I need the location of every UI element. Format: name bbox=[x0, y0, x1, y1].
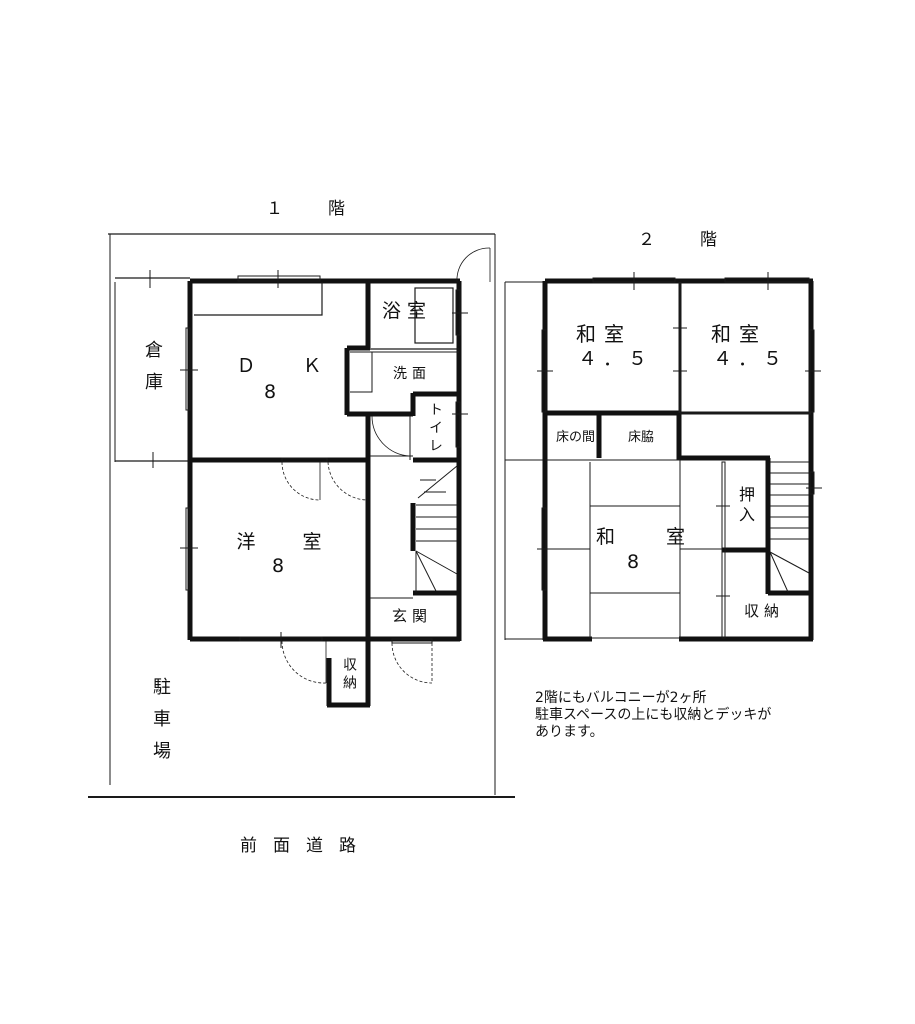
room-toilet-label: トイレ bbox=[427, 402, 443, 456]
tokonoma-label: 床の間 bbox=[556, 430, 596, 445]
room-japanese-a-size: ４．５ bbox=[578, 348, 654, 370]
parking-label: 駐車場 bbox=[150, 677, 171, 773]
floor2-title: ２ 階 bbox=[638, 230, 731, 250]
tokowaki-label: 床脇 bbox=[628, 430, 655, 445]
room-japanese-b-label: 和室 bbox=[711, 322, 767, 346]
room-western-label: 洋 室 bbox=[236, 531, 336, 553]
room-western-size: 8 bbox=[272, 555, 285, 577]
entrance-label: 玄関 bbox=[392, 607, 433, 625]
front-road-label: 前面道路 bbox=[240, 836, 372, 856]
storage-2f-label: 収納 bbox=[744, 602, 785, 620]
room-washroom-label: 洗面 bbox=[393, 366, 431, 382]
floor1-title: １ 階 bbox=[266, 199, 359, 219]
room-dk-label: Ｄ Ｋ bbox=[236, 355, 336, 377]
note-text: 2階にもバルコニーが2ヶ所 駐車スペースの上にも収納とデッキが あります。 bbox=[535, 690, 772, 740]
room-japanese-c-size: 8 bbox=[627, 551, 640, 573]
room-japanese-b-size: ４．５ bbox=[713, 348, 789, 370]
storage-1f-label: 収納 bbox=[341, 657, 357, 693]
room-bath-label: 浴室 bbox=[382, 300, 433, 322]
room-japanese-a-label: 和室 bbox=[576, 322, 632, 346]
oshiire-label: 押入 bbox=[736, 486, 755, 526]
room-dk-size: 8 bbox=[264, 381, 277, 403]
room-japanese-c-label: 和 室 bbox=[596, 526, 702, 548]
warehouse-label: 倉庫 bbox=[142, 340, 163, 404]
